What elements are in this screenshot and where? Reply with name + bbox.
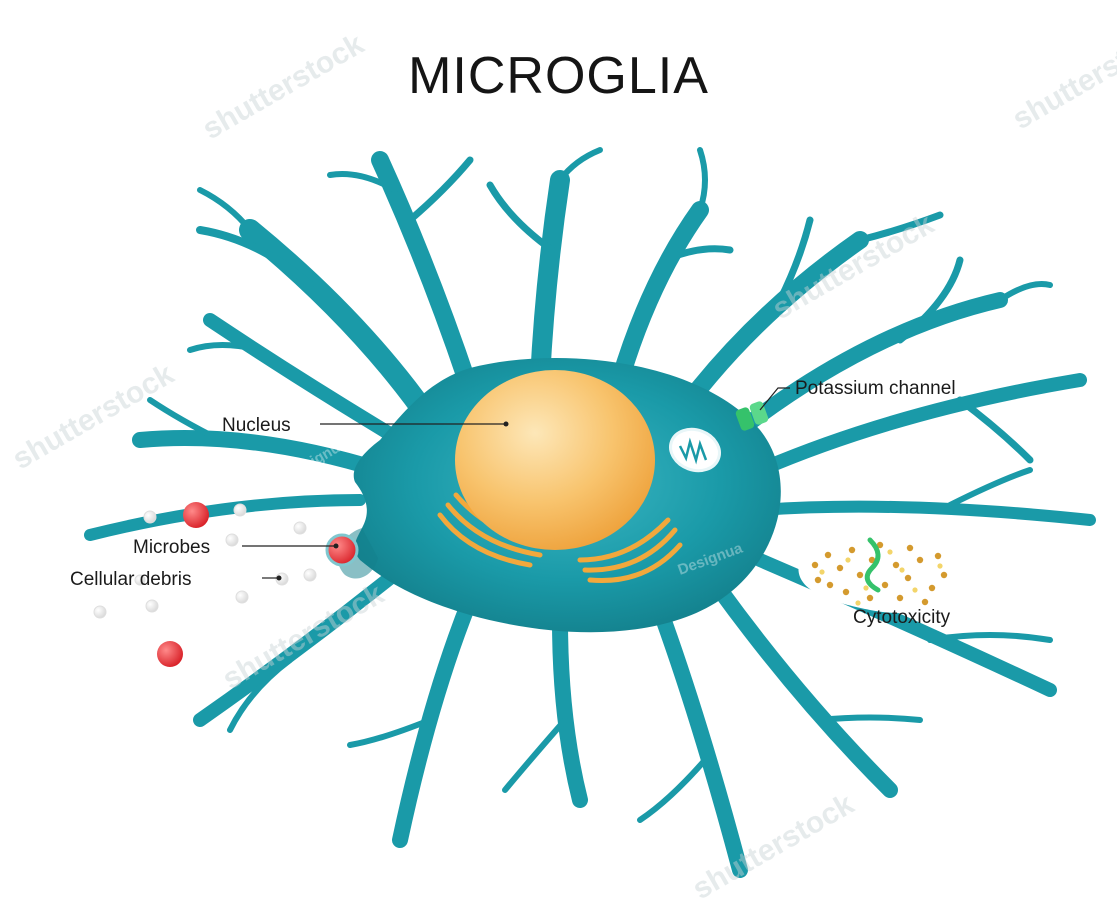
process-top-2 — [620, 210, 700, 380]
process-top-1-branch2 — [560, 150, 600, 180]
label-cytotoxicity: Cytotoxicity — [853, 607, 951, 628]
label-nucleus: Nucleus — [222, 415, 291, 436]
process-upper-left-2-branch — [410, 160, 470, 220]
process-left-2 — [90, 500, 360, 535]
process-right-4-branch — [930, 635, 1050, 640]
process-right-3 — [760, 507, 1090, 520]
microbe — [157, 641, 183, 667]
process-bottom-1-branch — [820, 718, 920, 721]
microbe — [183, 502, 209, 528]
nucleus — [455, 370, 655, 550]
label-microbes: Microbes — [133, 537, 210, 558]
process-top-1-branch — [490, 185, 552, 250]
watermark-stock: shutterstock — [197, 27, 370, 146]
label-potassium-channel: Potassium channel — [795, 378, 956, 399]
process-top-1 — [540, 180, 560, 380]
process-right-1-tip — [1000, 284, 1050, 300]
process-right-3-branch — [950, 470, 1030, 505]
watermark-stock: shutterstock — [1007, 17, 1117, 136]
process-bottom-2 — [660, 610, 740, 870]
watermark-stock: shutterstock — [687, 787, 860, 906]
process-upper-left-1-tip — [200, 190, 250, 230]
label-cellular-debris: Cellular debris — [70, 569, 191, 590]
watermark-stock: shutterstock — [7, 357, 180, 476]
cytotoxicity-granules — [798, 531, 960, 613]
process-top-2-tip — [700, 150, 705, 210]
microbe-engulfed — [327, 535, 357, 565]
process-bottom-3 — [560, 620, 580, 800]
process-bottom-2-branch — [640, 760, 705, 820]
process-upper-left-3-tip — [190, 345, 260, 350]
process-bottom-3-branch — [505, 720, 565, 790]
process-right-2-branch — [960, 400, 1030, 460]
process-bottom-4 — [400, 600, 470, 840]
